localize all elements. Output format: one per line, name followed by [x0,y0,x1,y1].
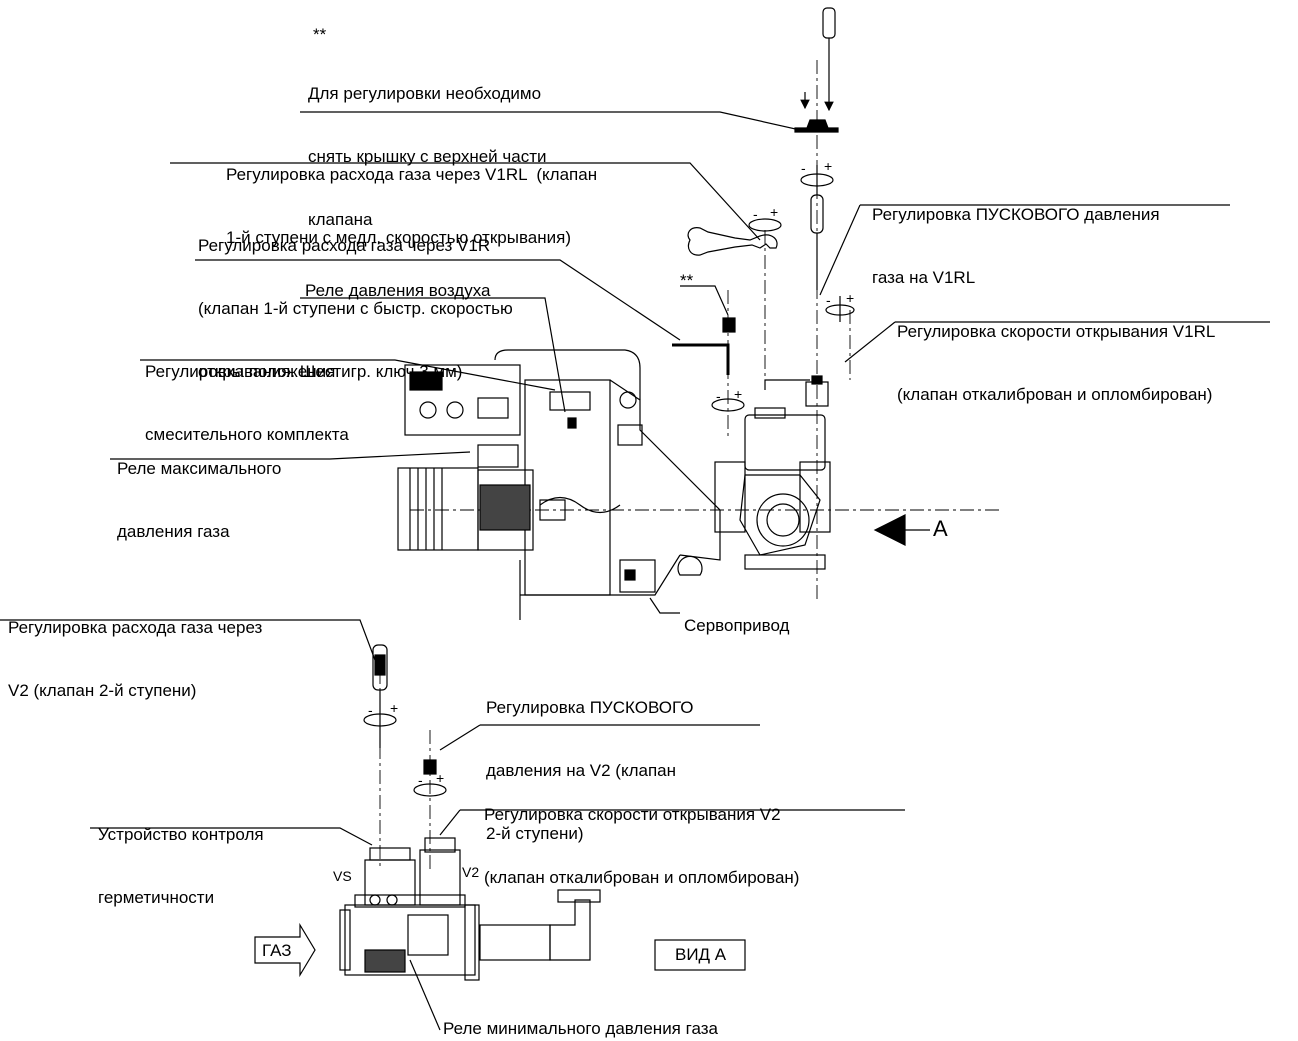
lower-valve-block [339,837,601,981]
leak-control-label: Устройство контроля герметичности [98,825,264,907]
leader-lines [0,111,1270,1031]
view-a-label: ВИД А [675,945,727,964]
v2-tag: V2 [462,864,480,880]
minus-sign: - [368,702,373,718]
servo-label: Сервопривод [684,616,790,635]
screwdriver-v2-icon [372,644,388,748]
v1rl-flow-label: Регулировка расхода газа через V1RL (кла… [226,165,598,247]
max-gas-switch-label: Реле максимального давления газа [117,459,282,541]
v2-speed-label: Регулировка скорости открывания V2 (клап… [484,805,800,887]
rotation-symbol-icon [711,398,745,412]
view-arrow-label: A [933,516,948,541]
rotation-symbol-icon [363,713,397,727]
rotation-symbol-icon [748,218,782,232]
gas-valve-train [714,407,831,570]
burner-body [397,349,721,620]
gas-inlet-arrow-icon [254,922,316,978]
view-a-box [654,939,746,971]
screwdriver-v1rl-icon [810,194,824,290]
spanner-icon [687,227,778,256]
axis-connector [764,379,810,390]
air-pressure-switch-label: Реле давления воздуха [305,281,491,300]
rotation-symbol-icon [413,783,447,797]
plus-sign: + [824,158,833,174]
v1rl-start-pressure-label: Регулировка ПУСКОВОГО давления газа на V… [872,205,1160,287]
valve-cover-icon [794,119,839,133]
screwdriver-top-icon [822,7,836,112]
plus-sign: + [436,770,445,786]
mixing-unit-label: Регулировка положения смесительного комп… [145,362,349,444]
gas-inlet-label: ГАЗ [262,941,292,960]
hex-key-icon [672,343,730,375]
plus-sign: + [770,204,779,220]
plus-sign: + [846,290,855,306]
v1rl-speed-label: Регулировка скорости открывания V1RL (кл… [897,322,1216,404]
plus-sign: + [734,386,743,402]
speed-regulator-icon [805,375,829,407]
minus-sign: - [801,160,806,176]
v2-flow-label: Регулировка расхода газа через V2 (клапа… [8,618,263,700]
rotation-symbol-icon [825,296,855,322]
plus-sign: + [390,700,399,716]
minus-sign: - [753,206,758,222]
mid-note-marks: ** [680,271,694,290]
rotation-symbol-icon [800,165,834,195]
minus-sign: - [716,388,721,404]
top-note-marks: ** [313,25,327,44]
plug-icon [423,759,437,775]
plug-icon [722,317,736,333]
minus-sign: - [826,292,831,308]
vs-tag: VS [333,868,352,884]
v2-start-pressure-label: Регулировка ПУСКОВОГО давления на V2 (кл… [486,698,694,843]
v1r-flow-label: Регулировка расхода газа через V1R (клап… [198,236,513,381]
top-note-label: Для регулировки необходимо снять крышку … [308,84,547,229]
min-gas-switch-label: Реле минимального давления газа [443,1019,718,1038]
view-arrow-icon [873,514,930,546]
minus-sign: - [418,772,423,788]
